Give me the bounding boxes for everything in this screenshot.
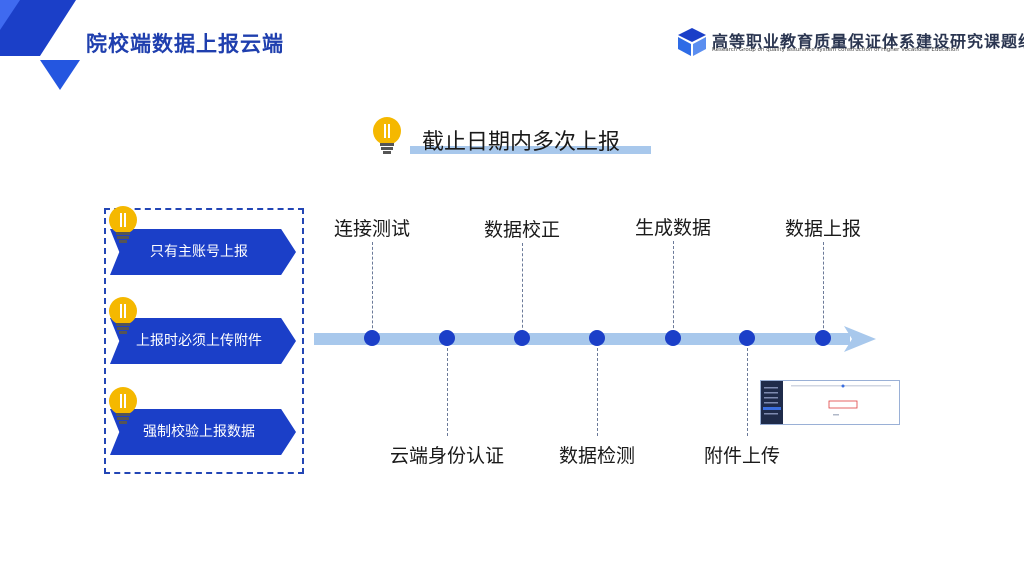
timeline-dot	[665, 330, 681, 346]
step-connector	[747, 338, 748, 436]
step-connector	[522, 243, 523, 338]
rule-label: 强制校验上报数据	[143, 424, 255, 440]
org-name-cn: 高等职业教育质量保证体系建设研究课题组	[712, 32, 1024, 51]
timeline-dot	[514, 330, 530, 346]
step-generate-data: 生成数据	[634, 217, 712, 239]
timeline-dot	[589, 330, 605, 346]
step-data-correction: 数据校正	[483, 219, 561, 241]
step-connection-test: 连接测试	[333, 218, 411, 240]
timeline-dot	[739, 330, 755, 346]
heading-underline	[410, 146, 651, 154]
step-cloud-auth: 云端身份认证	[389, 445, 505, 467]
main-heading: 截止日期内多次上报	[422, 130, 621, 155]
step-connector	[372, 242, 373, 338]
step-connector	[447, 338, 448, 436]
timeline-dot	[364, 330, 380, 346]
thumbnail-image	[761, 381, 891, 424]
lightbulb-icon	[109, 297, 137, 334]
step-connector	[597, 338, 598, 436]
corner-decoration-icon	[0, 0, 80, 90]
screenshot-thumbnail	[760, 380, 900, 425]
step-data-report: 数据上报	[784, 218, 862, 240]
rule-item-attachment: 上报时必须上传附件	[110, 318, 296, 364]
step-data-check: 数据检测	[558, 445, 636, 467]
rule-item-main-account: 只有主账号上报	[110, 229, 296, 275]
page-title: 院校端数据上报云端	[86, 32, 284, 56]
rule-label: 只有主账号上报	[150, 244, 248, 260]
step-connector	[823, 242, 824, 338]
rule-item-validation: 强制校验上报数据	[110, 409, 296, 455]
step-connector	[673, 241, 674, 338]
lightbulb-icon	[109, 387, 137, 424]
org-name-en: Research Group on quality assurance syst…	[712, 47, 959, 53]
timeline-dot	[439, 330, 455, 346]
step-attachment-upload: 附件上传	[703, 445, 781, 467]
rule-label: 上报时必须上传附件	[136, 333, 262, 349]
lightbulb-icon	[373, 117, 401, 154]
cube-logo-icon	[678, 28, 706, 56]
rules-panel	[104, 208, 304, 474]
lightbulb-icon	[109, 206, 137, 243]
timeline-dot	[815, 330, 831, 346]
